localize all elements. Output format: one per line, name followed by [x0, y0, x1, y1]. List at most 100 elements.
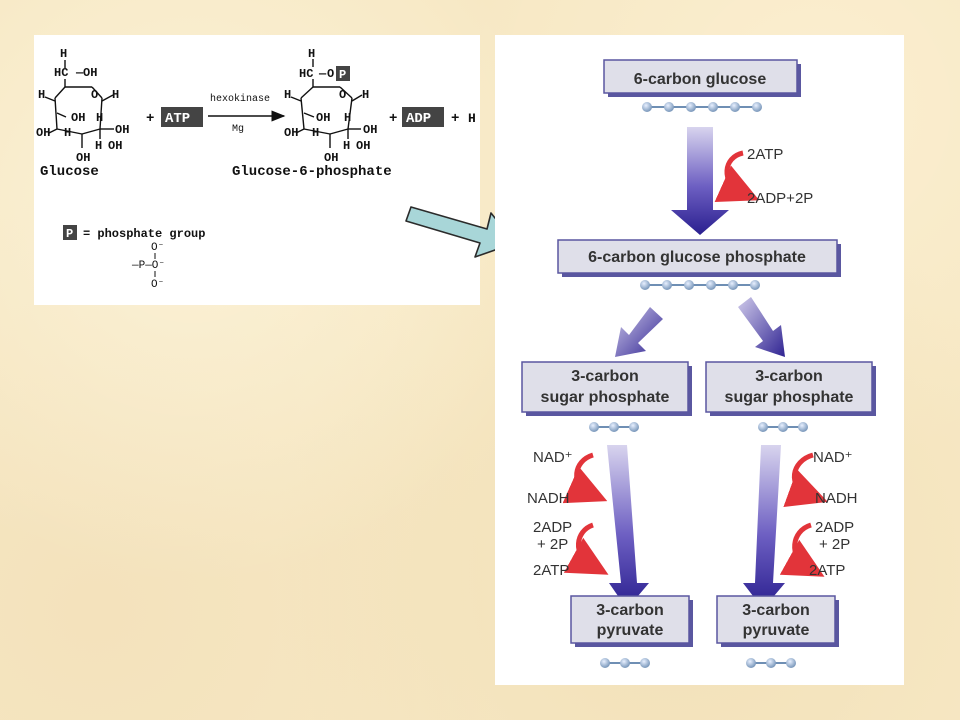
bead-chain-3-right [758, 422, 808, 432]
box-glucose: 6-carbon glucose [603, 59, 801, 97]
atp-label: ATP [165, 111, 190, 127]
pyruvate-left-line1: 3-carbon [596, 602, 664, 619]
svg-text:H: H [308, 47, 315, 61]
svg-text:H: H [343, 139, 350, 153]
svg-text:H: H [96, 111, 103, 125]
svg-text:OH: OH [83, 66, 97, 80]
nad-right-label: NAD⁺ [813, 449, 853, 466]
legend-phosphate-text: = phosphate group [83, 227, 205, 241]
svg-text:OH: OH [284, 126, 298, 140]
hydrogen-label: H [468, 111, 476, 126]
svg-text:OH: OH [363, 123, 377, 137]
bead-chain-6-mid [640, 280, 760, 290]
svg-text:H: H [64, 126, 71, 140]
svg-text:OH: OH [71, 111, 85, 125]
glucose-label: Glucose [40, 164, 99, 180]
glucose-structure [44, 60, 114, 148]
red-arrow-nad-right [783, 452, 828, 507]
svg-text:OH: OH [108, 139, 122, 153]
svg-text:OH: OH [36, 126, 50, 140]
box-pyruvate-right: 3-carbon pyruvate [716, 595, 839, 647]
plus-sign: + [146, 111, 154, 127]
atp-input-label: 2ATP [747, 146, 783, 163]
svg-text:H: H [60, 47, 67, 61]
svg-text:H: H [344, 111, 351, 125]
phosphate-structure: O⁻ —P—O⁻ O⁻ [131, 242, 165, 291]
main-arrow-1 [671, 127, 729, 235]
bead-chain-pyruvate-left [600, 658, 650, 668]
glycolysis-panel: 6-carbon glucose 2ATP 2ADP+2P 6-carbon g… [495, 35, 904, 685]
svg-text:HC: HC [299, 67, 313, 81]
svg-text:H: H [284, 88, 291, 102]
adp-output-label: 2ADP+2P [747, 190, 813, 207]
svg-text:H: H [112, 88, 119, 102]
adp-right-line1: 2ADP [815, 519, 854, 536]
glucose-6-phosphate-structure [290, 59, 363, 148]
svg-text:—: — [318, 67, 327, 81]
glycolysis-diagram: 6-carbon glucose 2ATP 2ADP+2P 6-carbon g… [521, 59, 876, 668]
box-glucose-phosphate: 6-carbon glucose phosphate [557, 239, 841, 277]
svg-text:OH: OH [316, 111, 330, 125]
split-arrow-left [615, 307, 663, 357]
plus-sign-2: + [389, 111, 397, 127]
adp-label: ADP [406, 111, 431, 127]
red-arrow-nad-left [562, 452, 608, 504]
reaction-figure: H HC — OH O H H OH H OH OH H OH H OH Glu… [36, 47, 476, 291]
svg-text:H: H [38, 88, 45, 102]
atp-box [161, 107, 203, 127]
nad-left-label: NAD⁺ [533, 449, 573, 466]
svg-text:—P—O⁻: —P—O⁻ [131, 260, 165, 272]
cofactor-label: Mg [232, 124, 244, 135]
legend-phosphate-symbol: P [66, 227, 73, 241]
sugar-phosphate-right-line2: sugar phosphate [725, 389, 854, 406]
nadh-right-label: NADH [815, 490, 858, 507]
red-arrow-adp-left [563, 522, 609, 575]
atp-left-label: 2ATP [533, 562, 569, 579]
svg-text:OH: OH [324, 151, 338, 165]
bead-chain-3-left [589, 422, 639, 432]
red-arrow-adp-right [779, 522, 825, 577]
svg-text:OH: OH [76, 151, 90, 165]
pyruvate-right-line1: 3-carbon [742, 602, 810, 619]
pyruvate-right-line2: pyruvate [743, 622, 810, 639]
sugar-phosphate-right-line1: 3-carbon [755, 368, 823, 385]
legend-phosphate-box [63, 225, 77, 240]
svg-text:H: H [312, 126, 319, 140]
glucose-phosphate-box-label: 6-carbon glucose phosphate [588, 249, 806, 266]
g6p-phosphate-label: P [339, 68, 346, 82]
atp-right-label: 2ATP [809, 562, 845, 579]
glucose-atom-labels: H HC — OH O H H OH H OH OH H OH H OH [36, 47, 129, 165]
adp-box [402, 107, 444, 127]
svg-text:H: H [95, 139, 102, 153]
box-sugar-phosphate-right: 3-carbon sugar phosphate [705, 361, 876, 416]
sugar-phosphate-left-line1: 3-carbon [571, 368, 639, 385]
sugar-phosphate-left-line2: sugar phosphate [541, 389, 670, 406]
main-arrow-left [607, 445, 649, 609]
split-arrow-right [738, 297, 785, 357]
bead-chain-6-top [642, 102, 762, 112]
enzyme-label: hexokinase [210, 93, 270, 105]
g6p-atom-labels: H HC — O O H H OH H OH OH H OH H OH [284, 47, 377, 165]
plus-sign-3: + [451, 111, 459, 127]
svg-text:O⁻: O⁻ [151, 242, 164, 254]
pyruvate-left-line2: pyruvate [597, 622, 664, 639]
svg-text:H: H [362, 88, 369, 102]
svg-text:OH: OH [115, 123, 129, 137]
adp-right-line2: + 2P [819, 536, 850, 553]
hexokinase-reaction-panel: H HC — OH O H H OH H OH OH H OH H OH Glu… [34, 35, 480, 305]
svg-text:OH: OH [356, 139, 370, 153]
g6p-phosphate-box [336, 66, 350, 81]
svg-text:O⁻: O⁻ [151, 279, 164, 291]
svg-text:—: — [75, 66, 84, 80]
main-arrow-right [743, 445, 785, 609]
svg-text:O: O [339, 88, 346, 102]
adp-left-line2: + 2P [537, 536, 568, 553]
bead-chain-pyruvate-right [746, 658, 796, 668]
nadh-left-label: NADH [527, 490, 570, 507]
svg-text:O: O [91, 88, 98, 102]
red-arrow-atp [714, 150, 760, 203]
svg-text:HC: HC [54, 66, 68, 80]
glucose-box-label: 6-carbon glucose [634, 71, 767, 88]
box-sugar-phosphate-left: 3-carbon sugar phosphate [521, 361, 692, 416]
g6p-label: Glucose-6-phosphate [232, 164, 392, 180]
